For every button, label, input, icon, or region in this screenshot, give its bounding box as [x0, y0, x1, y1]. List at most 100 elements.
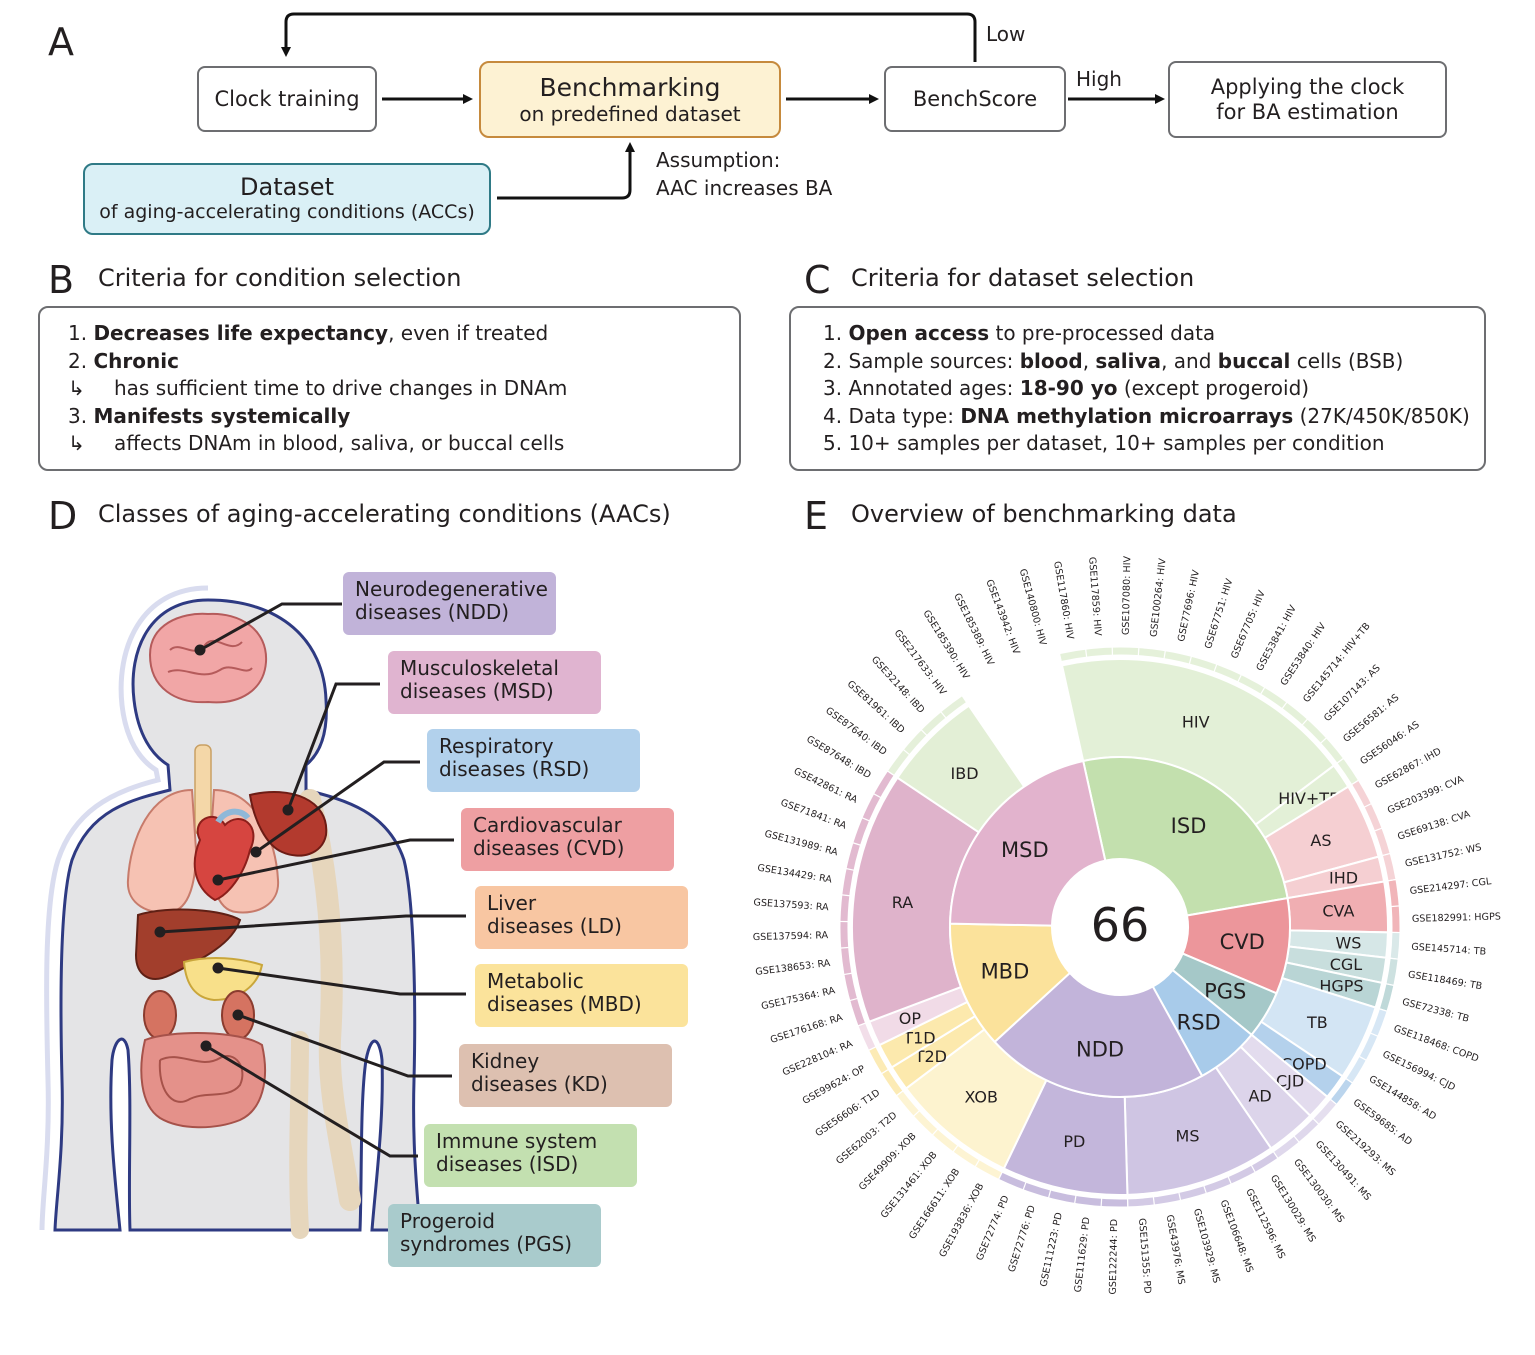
- ring-tick: [1390, 905, 1401, 908]
- pancreas: [182, 957, 264, 1002]
- ring-tick: [1335, 757, 1345, 765]
- ring-tick: [1188, 655, 1193, 666]
- ring-tick: [961, 694, 968, 704]
- clock-training-label: Clock training: [214, 86, 360, 111]
- ring-tick: [1073, 1194, 1077, 1205]
- arm-skeleton: [299, 789, 361, 1211]
- panel-letter-b: B: [48, 258, 75, 302]
- center-circle: [1052, 859, 1188, 995]
- outer-label: HGPS: [1319, 976, 1363, 995]
- assumption-line-2: AAC increases BA: [656, 176, 833, 200]
- ring-tick: [1272, 1150, 1279, 1160]
- inner-label: MSD: [1001, 838, 1049, 862]
- ring-tick: [848, 997, 859, 1002]
- ring-tick: [1329, 1098, 1338, 1106]
- body-glow: [39, 585, 209, 1231]
- dataset-label: GSE122244: PD: [1108, 1219, 1120, 1295]
- panel-letter-d: D: [48, 494, 78, 538]
- dataset-label: GSE107080: HIV: [1121, 555, 1134, 635]
- criterion-3: 3. Manifests systemically: [68, 403, 351, 428]
- dataset-label: GSE106648: MS: [1218, 1198, 1255, 1274]
- ring-tick: [902, 748, 911, 756]
- ring-tick: [1058, 652, 1062, 663]
- ring-tick: [983, 680, 990, 690]
- dataset-label: GSE140800: HIV: [1017, 568, 1049, 648]
- ring-tick: [1319, 736, 1328, 745]
- ring-tick: [1100, 1197, 1103, 1208]
- ring-tick: [1369, 1032, 1379, 1038]
- dataset-label: GSE67751: HIV: [1203, 577, 1236, 650]
- ring-tick: [1047, 1188, 1052, 1199]
- dataset-criterion-1: 1. Open access to pre-processed data: [823, 321, 1216, 345]
- dataset-label: GSE72338: TB: [1401, 997, 1470, 1025]
- outer-label: IHD: [1329, 868, 1358, 887]
- ring-tick: [851, 841, 862, 847]
- criterion-2-detail: ↳has sufficient time to drive changes in…: [68, 375, 739, 403]
- ring-tick: [839, 946, 850, 949]
- leader-lines: [154, 602, 466, 1158]
- outer-label: T2D: [914, 1047, 947, 1066]
- leader-rsd: [255, 760, 420, 854]
- heart: [193, 815, 255, 902]
- panel-letter-c: C: [804, 258, 831, 302]
- dataset-label: GSE117860: HIV: [1051, 560, 1075, 640]
- condition-criteria-box: 1. Decreases life expectancy, even if tr…: [38, 306, 741, 471]
- ring-arc: [1385, 957, 1399, 987]
- ring-tick: [1084, 648, 1088, 659]
- brain: [148, 612, 268, 704]
- dataset-title: Dataset: [240, 173, 334, 201]
- inner-label: MBD: [981, 959, 1030, 983]
- inner-label: ISD: [1171, 814, 1207, 838]
- outer-label: CJD: [1276, 1071, 1304, 1090]
- ring-tick: [1378, 1007, 1389, 1013]
- ring-tick: [840, 894, 851, 897]
- dataset-label: GSE175364: RA: [760, 985, 836, 1012]
- ring-tick: [1301, 717, 1309, 727]
- dataset-criterion-2: 2. Sample sources: blood, saliva, and bu…: [823, 348, 1404, 373]
- dataset-label: GSE69138: CVA: [1396, 809, 1472, 843]
- assumption-text: Assumption: AAC increases BA: [656, 146, 832, 202]
- ring-tick: [1259, 686, 1266, 696]
- ring-tick: [997, 1170, 1004, 1181]
- dataset-label: GSE118469: TB: [1407, 969, 1483, 992]
- ring-tick: [1213, 663, 1218, 673]
- applying-clock-label: Applying the clock for BA estimation: [1210, 74, 1405, 124]
- low-label: Low: [986, 22, 1026, 46]
- criterion-2: 2. Chronic: [68, 348, 179, 373]
- dataset-label: GSE137593: RA: [753, 897, 829, 913]
- ring-tick: [867, 1045, 877, 1052]
- outer-label: PD: [1063, 1132, 1085, 1151]
- ring-tick: [1178, 1191, 1182, 1202]
- ring-tick: [1281, 701, 1288, 710]
- ring-tick: [1032, 659, 1038, 670]
- dataset-label: GSE143942: HIV: [983, 578, 1021, 656]
- applying-clock-box: Applying the clock for BA estimation: [1168, 61, 1447, 138]
- ring-tick: [1236, 673, 1243, 684]
- dataset-label: GSE151355: PD: [1136, 1218, 1153, 1294]
- leader-isd: [205, 1044, 418, 1158]
- benchmarking-subtitle: on predefined dataset: [519, 101, 741, 126]
- leader-msd: [286, 682, 380, 811]
- ring-tick: [1373, 827, 1384, 832]
- sub-arrow-icon: ↳: [68, 376, 85, 400]
- outer-label: RA: [892, 893, 913, 912]
- ring-tick: [974, 1158, 981, 1168]
- dataset-label: GSE72774: PD: [974, 1194, 1011, 1262]
- ring-tick: [912, 1109, 921, 1118]
- panel-e-heading: Overview of benchmarking data: [851, 500, 1237, 528]
- dataset-label: GSE228104: RA: [781, 1038, 855, 1078]
- dataset-criteria-box: 1. Open access to pre-processed data 2. …: [789, 306, 1486, 471]
- inner-label: PGS: [1204, 980, 1246, 1004]
- dataset-label: GSE72776: PD: [1007, 1204, 1038, 1274]
- dataset-label: GSE67705: HIV: [1229, 589, 1268, 661]
- leg-bone: [289, 1031, 309, 1239]
- left-lung: [126, 788, 198, 914]
- ring-tick: [1389, 957, 1400, 960]
- dataset-label: GSE145714: TB: [1411, 942, 1487, 958]
- dataset-label: GSE182991: HGPS: [1412, 911, 1501, 924]
- ring-tick: [1384, 982, 1395, 987]
